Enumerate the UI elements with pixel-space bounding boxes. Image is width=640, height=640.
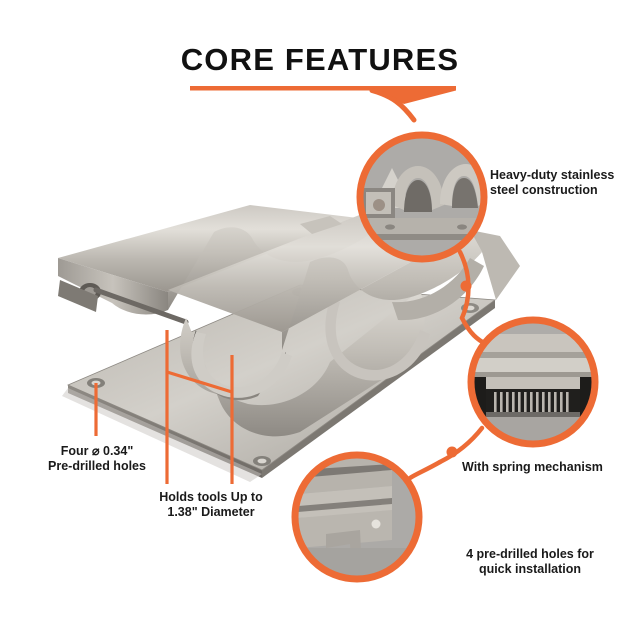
callout-label-line: Heavy-duty stainless — [490, 168, 615, 182]
annotation-label-line: Four ⌀ 0.34" — [60, 444, 134, 458]
annotation-label-four-holes: Four ⌀ 0.34" Pre-drilled holes — [22, 444, 172, 475]
channel-right — [392, 230, 520, 321]
callout-label-line: 4 pre-drilled holes for — [466, 547, 594, 561]
callout-label-spring: With spring mechanism — [462, 460, 637, 475]
title-underline — [190, 86, 456, 123]
plate-hole — [253, 456, 271, 466]
callout-label-line: With spring mechanism — [462, 460, 603, 474]
callout-label-heavy-duty: Heavy-duty stainless steel construction — [490, 168, 635, 199]
annotation-label-tool-diameter: Holds tools Up to 1.38" Diameter — [122, 490, 300, 521]
page-title: CORE FEATURES — [180, 42, 460, 77]
annotation-leader-lines — [94, 330, 234, 484]
callout-label-pre-drilled-holes: 4 pre-drilled holes for quick installati… — [424, 547, 636, 578]
callout-circle-holes[interactable] — [291, 451, 423, 583]
channel-front — [180, 290, 430, 437]
annotation-label-line: 1.38" Diameter — [167, 505, 255, 520]
callout-label-line: quick installation — [478, 562, 582, 577]
product-photo-main — [58, 205, 520, 482]
annotation-label-line: Holds tools Up to — [159, 490, 263, 504]
callout-circle-heavy-duty[interactable] — [356, 131, 490, 263]
callout-circle-spring[interactable] — [467, 316, 599, 448]
annotation-label-line: Pre-drilled holes — [48, 459, 146, 474]
callout-label-line: steel construction — [490, 183, 598, 198]
